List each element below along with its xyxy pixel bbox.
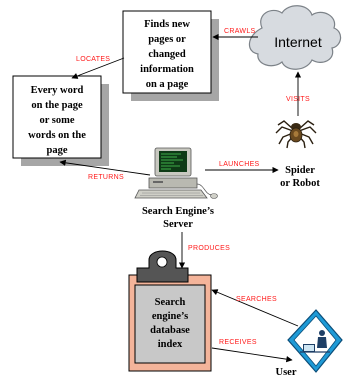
launches-label: LAUNCHES	[219, 161, 260, 168]
internet-cloud: Internet	[248, 5, 342, 70]
words-box-line-4: words on the	[28, 130, 86, 141]
returns-arrow	[59, 159, 151, 176]
words-box-line-5: page	[47, 145, 68, 156]
finds-new-pages-box: Finds new pages or changed information o…	[122, 10, 219, 101]
crawls-label: CRAWLS	[224, 28, 256, 35]
finds-box-line-3: changed	[148, 49, 186, 60]
locates-arrow	[71, 57, 125, 79]
server-label-line-2: Server	[163, 219, 193, 230]
database-line-3: database	[150, 325, 190, 336]
words-box-line-3: or some	[39, 115, 74, 126]
cloud-shape	[248, 5, 342, 70]
spider-label-line-2: or Robot	[280, 178, 320, 189]
words-box-line-2: on the page	[31, 100, 83, 111]
finds-box-line-1: Finds new	[144, 19, 190, 30]
server-computer-icon	[134, 147, 218, 199]
produces-label: PRODUCES	[188, 245, 230, 252]
database-line-1: Search	[155, 297, 186, 308]
user-icon	[287, 309, 343, 373]
edge-labels: CRAWLS LOCATES VISITS RETURNS LAUNCHES P…	[76, 28, 310, 346]
visits-label: VISITS	[286, 96, 310, 103]
database-line-2: engine’s	[152, 311, 188, 322]
every-word-box: Every word on the page or some words on …	[12, 75, 109, 166]
receives-label: RECEIVES	[219, 339, 257, 346]
spider-label-line-1: Spider	[285, 165, 315, 176]
finds-box-line-2: pages or	[148, 34, 186, 45]
searches-arrow	[211, 289, 299, 327]
returns-label: RETURNS	[88, 174, 124, 181]
words-box-line-1: Every word	[31, 85, 84, 96]
spider-icon	[275, 120, 317, 149]
database-index-clipboard: Search engine’s database index	[128, 250, 212, 372]
finds-box-line-5: on a page	[146, 79, 189, 90]
connector-arrows	[59, 33, 302, 363]
server-label: Search Engine’s Server	[142, 206, 214, 230]
database-line-4: index	[158, 339, 183, 350]
spider-label: Spider or Robot	[280, 165, 320, 189]
receives-arrow	[211, 347, 293, 363]
finds-box-line-4: information	[140, 64, 194, 75]
searches-label: SEARCHES	[236, 296, 277, 303]
server-label-line-1: Search Engine’s	[142, 206, 214, 217]
user-label: User	[276, 367, 297, 378]
locates-label: LOCATES	[76, 56, 110, 63]
internet-label: Internet	[274, 34, 322, 50]
